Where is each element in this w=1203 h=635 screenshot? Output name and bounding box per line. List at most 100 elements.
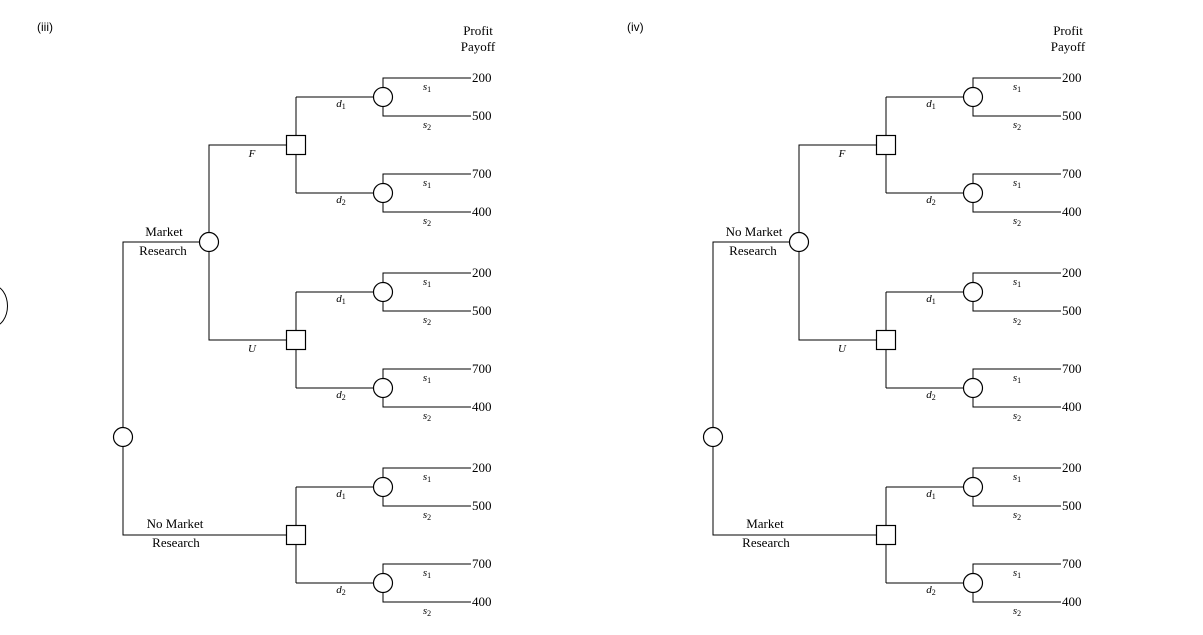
decision-node bbox=[875, 329, 897, 351]
payoff-value: 700 bbox=[472, 166, 492, 181]
bottom-option-label-line2: Research bbox=[152, 535, 200, 550]
state-label-s2: s2 bbox=[423, 314, 431, 327]
payoff-value: 400 bbox=[472, 594, 492, 609]
chance-node bbox=[962, 86, 984, 108]
decision-label-d2: d2 bbox=[926, 389, 936, 402]
payoff-value: 500 bbox=[472, 303, 492, 318]
state-branch-s1 bbox=[382, 368, 471, 379]
payoff-value: 700 bbox=[1062, 556, 1082, 571]
state-label-s2: s2 bbox=[423, 119, 431, 132]
state-branch-s2 bbox=[972, 496, 1061, 507]
state-label-s2: s2 bbox=[1013, 509, 1021, 522]
state-label-s1: s1 bbox=[423, 81, 431, 94]
state-branch-s2 bbox=[972, 106, 1061, 117]
state-branch-s1 bbox=[382, 77, 471, 88]
payoff-value: 200 bbox=[472, 460, 492, 475]
decision-label-d2: d2 bbox=[336, 194, 346, 207]
chance-label-U: U bbox=[838, 343, 847, 355]
state-branch-s2 bbox=[972, 202, 1061, 213]
chance-node bbox=[372, 182, 394, 204]
bottom-option-label-line1: Market bbox=[746, 516, 784, 531]
state-label-s2: s2 bbox=[423, 605, 431, 618]
state-label-s1: s1 bbox=[1013, 81, 1021, 94]
state-branch-s2 bbox=[382, 106, 471, 117]
payoff-value: 500 bbox=[1062, 303, 1082, 318]
root-chance-node bbox=[112, 426, 134, 448]
state-branch-s2 bbox=[972, 301, 1061, 312]
chance-node bbox=[372, 476, 394, 498]
decision-node bbox=[875, 524, 897, 546]
payoff-value: 200 bbox=[1062, 70, 1082, 85]
chance-node bbox=[962, 572, 984, 594]
chance-node bbox=[372, 86, 394, 108]
chance-label-F: F bbox=[838, 148, 846, 160]
state-label-s1: s1 bbox=[423, 567, 431, 580]
root-branch-top bbox=[712, 241, 790, 428]
decision-label-d1: d1 bbox=[926, 98, 936, 111]
state-label-s2: s2 bbox=[1013, 314, 1021, 327]
payoff-value: 400 bbox=[472, 204, 492, 219]
state-branch-s1 bbox=[382, 272, 471, 283]
payoff-value: 400 bbox=[472, 399, 492, 414]
decision-node bbox=[285, 134, 307, 156]
research-chance-node bbox=[788, 231, 810, 253]
header-payoff: Payoff bbox=[461, 39, 496, 54]
payoff-value: 400 bbox=[1062, 204, 1082, 219]
state-label-s2: s2 bbox=[423, 509, 431, 522]
state-branch-s2 bbox=[382, 301, 471, 312]
decision-node bbox=[875, 134, 897, 156]
payoff-value: 500 bbox=[472, 498, 492, 513]
payoff-value: 700 bbox=[1062, 361, 1082, 376]
payoff-value: 500 bbox=[1062, 108, 1082, 123]
top-option-label-line1: Market bbox=[145, 224, 183, 239]
state-label-s2: s2 bbox=[1013, 215, 1021, 228]
state-branch-s1 bbox=[972, 368, 1061, 379]
bottom-option-label-line1: No Market bbox=[147, 516, 204, 531]
root-branch-top bbox=[122, 241, 200, 428]
state-label-s1: s1 bbox=[423, 471, 431, 484]
state-label-s1: s1 bbox=[1013, 177, 1021, 190]
state-branch-s2 bbox=[972, 397, 1061, 408]
state-label-s1: s1 bbox=[423, 372, 431, 385]
figure-tag: (iv) bbox=[627, 20, 644, 34]
payoff-value: 200 bbox=[1062, 265, 1082, 280]
payoff-value: 200 bbox=[1062, 460, 1082, 475]
chance-node bbox=[962, 281, 984, 303]
payoff-value: 500 bbox=[1062, 498, 1082, 513]
state-branch-s2 bbox=[972, 592, 1061, 603]
payoff-value: 400 bbox=[1062, 399, 1082, 414]
decision-label-d2: d2 bbox=[926, 584, 936, 597]
decision-label-d1: d1 bbox=[336, 293, 346, 306]
root-chance-node bbox=[702, 426, 724, 448]
state-label-s1: s1 bbox=[1013, 372, 1021, 385]
state-label-s2: s2 bbox=[1013, 605, 1021, 618]
state-label-s1: s1 bbox=[423, 276, 431, 289]
chance-node bbox=[962, 377, 984, 399]
figure-tag: (iii) bbox=[37, 20, 53, 34]
state-label-s1: s1 bbox=[1013, 471, 1021, 484]
payoff-value: 500 bbox=[472, 108, 492, 123]
state-branch-s1 bbox=[382, 173, 471, 184]
decision-label-d1: d1 bbox=[336, 488, 346, 501]
payoff-value: 700 bbox=[472, 361, 492, 376]
decision-label-d1: d1 bbox=[926, 488, 936, 501]
decision-label-d2: d2 bbox=[336, 389, 346, 402]
chance-node bbox=[372, 377, 394, 399]
chance-branch-F bbox=[208, 144, 287, 233]
decision-label-d2: d2 bbox=[926, 194, 936, 207]
chance-node bbox=[962, 476, 984, 498]
payoff-value: 200 bbox=[472, 265, 492, 280]
header-payoff: Payoff bbox=[1051, 39, 1086, 54]
state-branch-s1 bbox=[382, 563, 471, 574]
state-label-s1: s1 bbox=[1013, 276, 1021, 289]
payoff-value: 700 bbox=[472, 556, 492, 571]
state-label-s1: s1 bbox=[423, 177, 431, 190]
payoff-value: 700 bbox=[1062, 166, 1082, 181]
top-option-label-line2: Research bbox=[139, 243, 187, 258]
header-profit: Profit bbox=[1053, 23, 1083, 38]
chance-branch-U bbox=[208, 251, 287, 341]
